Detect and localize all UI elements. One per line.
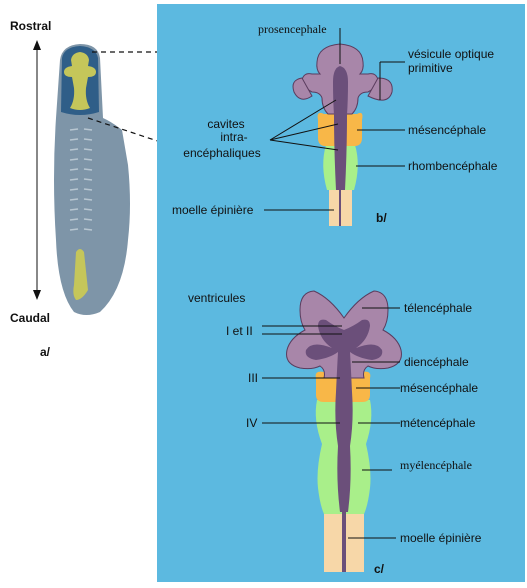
b-label-cavites-line2: intra- [220,130,247,144]
embryo-somites [69,128,93,231]
b-label-vesicule-line1: vésicule optique [408,47,494,61]
c-label-myelencephale: myélencéphale [400,458,472,472]
arrow-up-icon [33,40,41,50]
b-vesicule-optique-left [292,77,313,100]
c-label-mesencephale: mésencéphale [400,381,478,395]
b-label-cavites-line3: encéphaliques [183,146,260,160]
c-label-metencephale: métencéphale [400,416,476,430]
c-cavity [305,319,383,512]
panel-b: prosencephale vésicule optique primitive… [172,22,498,226]
b-leader-cavite-2 [269,123,339,141]
panel-c: ventricules télencéphale I et II diencép… [188,290,482,576]
panel-c-label: c/ [374,562,385,576]
b-label-vesicule-line2: primitive [408,61,453,75]
c-label-ventricules: ventricules [188,291,245,305]
panel-a: Rostral Caudal a/ [10,19,130,359]
panel-b-label: b/ [376,211,387,225]
arrow-down-icon [33,290,41,300]
b-label-moelle: moelle épinière [172,203,254,217]
c-label-iv: IV [246,416,257,430]
c-label-diencephale: diencéphale [404,355,469,369]
label-rostral: Rostral [10,19,51,33]
b-cavity [333,66,348,190]
b-leader-cavite-1 [269,99,337,141]
c-label-moelle: moelle épinière [400,531,482,545]
c-label-telencephale: télencéphale [404,301,472,315]
c-label-i-et-ii: I et II [226,324,253,338]
b-label-mesencephale: mésencéphale [408,123,486,137]
b-label-rhombencephale: rhombencéphale [408,159,498,173]
b-label-prosencephale: prosencephale [258,22,327,36]
b-leader-cavite-3 [269,139,339,151]
embryo-posterior-plate [73,249,88,300]
label-caudal: Caudal [10,311,50,325]
panel-a-label: a/ [40,345,51,359]
embryo-neural-plate [64,52,96,110]
b-label-cavites-line1: cavites [207,117,244,131]
c-label-iii: III [248,371,258,385]
